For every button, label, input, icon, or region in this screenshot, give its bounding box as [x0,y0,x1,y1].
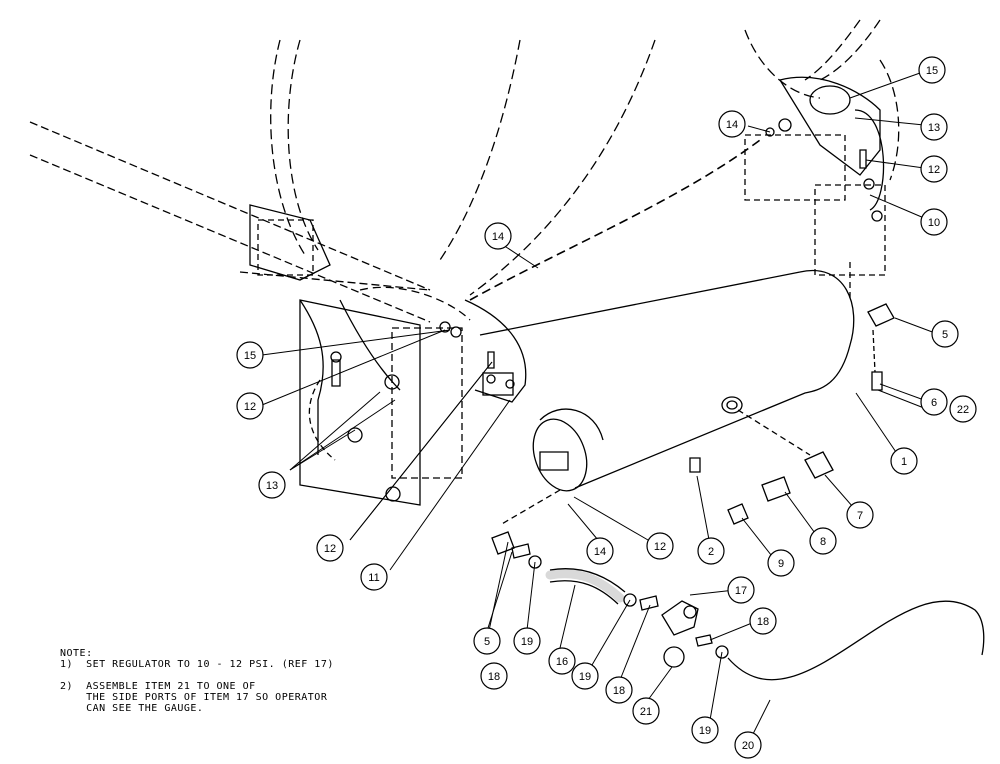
callout-label: 19 [699,725,711,737]
callout-label: 13 [928,122,940,134]
callout-10: 10 [920,208,948,236]
callout-22: 22 [949,395,977,423]
left-mount-bracket [249,204,471,506]
callout-13: 13 [258,471,286,499]
callout-label: 9 [778,558,784,570]
callout-label: 14 [726,119,738,131]
callout-label: 22 [957,404,969,416]
callout-8: 8 [809,527,837,555]
tank-drop-line [499,489,561,526]
callout-label: 19 [579,671,591,683]
callout-12: 12 [236,392,264,420]
callout-11: 11 [360,563,388,591]
callout-1: 1 [890,447,918,475]
callout-17: 17 [727,576,755,604]
background-curves [270,19,900,296]
callout-label: 15 [926,65,938,77]
callout-18: 18 [480,662,508,690]
callout-2: 2 [697,537,725,565]
callout-label: 18 [488,671,500,683]
callout-label: 21 [640,706,652,718]
callout-14: 14 [484,222,512,250]
callout-19: 19 [513,627,541,655]
callout-16: 16 [548,647,576,675]
callout-label: 1 [901,456,907,468]
callout-20: 20 [734,731,762,759]
tank-end-bracket [439,299,527,403]
fittings [491,303,985,681]
note-heading: NOTE: [60,648,93,659]
callout-label: 2 [708,546,714,558]
note-line-2c: CAN SEE THE GAUGE. [60,703,204,714]
callout-label: 19 [521,636,533,648]
note-line-2a: 2) ASSEMBLE ITEM 21 TO ONE OF [60,681,256,692]
callout-18 [481,626,507,652]
callout-label: 5 [942,329,948,341]
callout-7: 7 [846,501,874,529]
callout-label: 7 [857,510,863,522]
dashed-cable [469,139,761,301]
port-line [737,409,811,456]
callout-label: 6 [931,397,937,409]
callout-label: 12 [244,401,256,413]
callout-6: 6 [920,388,948,416]
callout-label: 12 [324,543,336,555]
callout-label: 12 [928,164,940,176]
callout-12: 12 [316,534,344,562]
callout-label: 11 [368,572,379,584]
leader-lines [261,72,936,737]
frame-rails [29,121,431,323]
assembly-note: NOTE: 1) SET REGULATOR TO 10 - 12 PSI. (… [60,648,380,714]
callout-label: 17 [735,585,747,597]
note-line-1: 1) SET REGULATOR TO 10 - 12 PSI. (REF 17… [60,659,334,670]
callout-5: 5 [931,320,959,348]
right-mount-bracket [744,76,886,276]
callout-5: 5 [473,627,501,655]
callout-label: 15 [244,350,256,362]
callout-label: 18 [757,616,769,628]
callout-label: 13 [266,480,278,492]
callout-label: 8 [820,536,826,548]
callout-13: 13 [920,113,948,141]
callout-18: 18 [605,676,633,704]
callout-label: 14 [492,231,504,243]
callout-label: 20 [742,740,754,752]
callout-19: 19 [571,662,599,690]
callouts: 1 2 5 5 6 7 8 9 10 11 12 12 12 12 13 13 … [236,56,977,759]
callout-12: 12 [646,532,674,560]
callout-18: 18 [749,607,777,635]
air-tank [479,269,855,492]
callout-12: 12 [920,155,948,183]
callout-21: 21 [632,697,660,725]
callout-9: 9 [767,549,795,577]
callout-label: 16 [556,656,568,668]
callout-label: 12 [654,541,666,553]
callout-label: 18 [613,685,625,697]
callout-15: 15 [236,341,264,369]
callout-15: 15 [918,56,946,84]
callout-label: 5 [484,636,490,648]
callout-label: 14 [594,546,606,558]
callout-label: 10 [928,217,940,229]
callout-19: 19 [691,716,719,744]
callout-14: 14 [586,537,614,565]
callout-14: 14 [718,110,746,138]
note-line-2b: THE SIDE PORTS OF ITEM 17 SO OPERATOR [60,692,328,703]
